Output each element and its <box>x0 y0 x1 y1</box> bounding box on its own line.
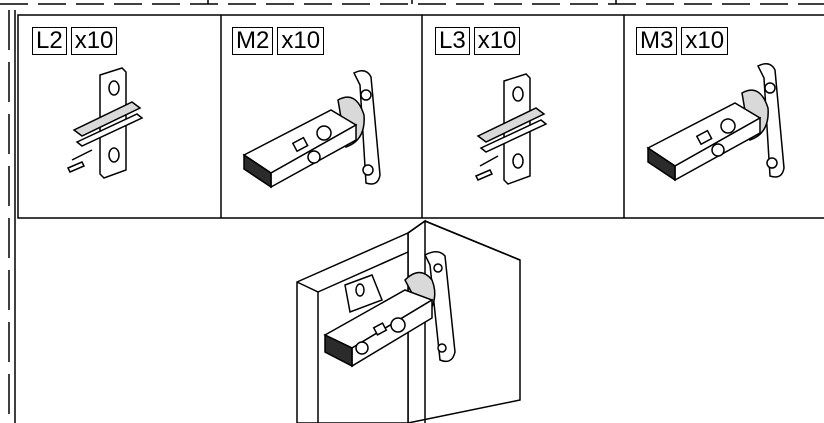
parts-grid <box>17 14 824 219</box>
left-edge <box>8 10 16 423</box>
part-label-m2: M2 x10 <box>232 27 325 55</box>
part-code: L2 <box>32 27 67 55</box>
part-code: L3 <box>435 27 470 55</box>
part-code: M2 <box>232 27 274 55</box>
part-quantity: x10 <box>277 27 325 55</box>
part-label-m3: M3 x10 <box>636 27 729 55</box>
mounting-plate-l3-illustration <box>474 73 548 185</box>
part-code: M3 <box>636 27 678 55</box>
part-label-l2: L2 x10 <box>32 27 118 55</box>
assembled-hinge-illustration <box>296 219 521 423</box>
part-quantity: x10 <box>473 27 521 55</box>
top-dashed-border <box>0 0 824 5</box>
mounting-plate-l2-illustration <box>66 67 144 179</box>
hinge-m3-illustration <box>646 63 785 182</box>
part-quantity: x10 <box>70 27 118 55</box>
part-quantity: x10 <box>681 27 729 55</box>
part-label-l3: L3 x10 <box>435 27 521 55</box>
hinge-m2-illustration <box>242 70 381 189</box>
